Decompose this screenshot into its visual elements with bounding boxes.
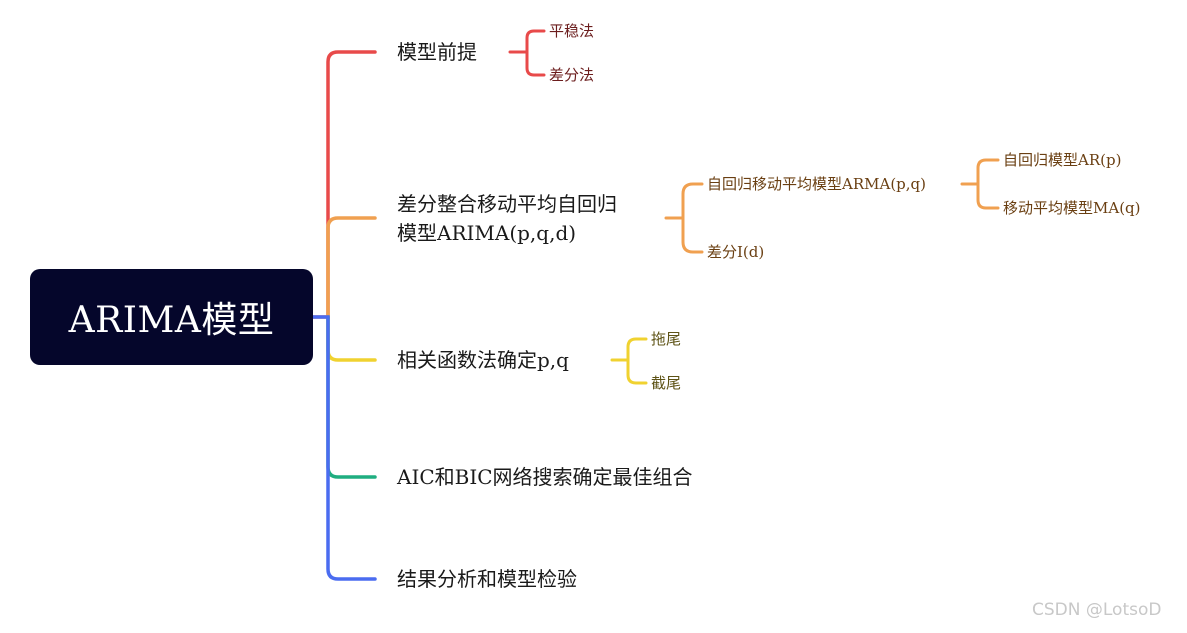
node-stationary[interactable]: 平稳法 <box>549 22 595 40</box>
node-arma[interactable]: 自回归移动平均模型ARMA(p,q) <box>707 175 926 193</box>
connector-result <box>311 315 377 581</box>
connector-grid <box>326 315 377 479</box>
node-differencing[interactable]: 差分法 <box>549 66 595 84</box>
connector-acf <box>326 315 377 362</box>
node-premise[interactable]: 模型前提 <box>397 40 477 64</box>
node-ma[interactable]: 移动平均模型MA(q) <box>1003 199 1141 217</box>
node-arima-line1[interactable]: 差分整合移动平均自回归 <box>397 192 617 216</box>
connector-premise <box>311 50 377 319</box>
node-tailing[interactable]: 拖尾 <box>651 330 682 348</box>
connector-premise-children <box>508 29 546 77</box>
node-grid-search[interactable]: AIC和BIC网络搜索确定最佳组合 <box>397 465 693 489</box>
node-result[interactable]: 结果分析和模型检验 <box>397 567 577 591</box>
root-node[interactable]: ARIMA模型 <box>30 269 313 365</box>
connector-arima-children <box>664 182 704 254</box>
node-ar[interactable]: 自回归模型AR(p) <box>1003 151 1122 169</box>
watermark: CSDN @LotsoD <box>1032 600 1162 620</box>
connector-arima <box>326 216 377 319</box>
node-arima-line2[interactable]: 模型ARIMA(p,q,d) <box>397 221 577 245</box>
root-label: ARIMA模型 <box>68 300 275 341</box>
node-acf[interactable]: 相关函数法确定p,q <box>397 348 569 372</box>
node-cutoff[interactable]: 截尾 <box>651 374 682 392</box>
connector-acf-children <box>610 337 648 385</box>
connector-arma-children <box>960 158 1000 210</box>
node-diff-i[interactable]: 差分I(d) <box>707 243 765 261</box>
